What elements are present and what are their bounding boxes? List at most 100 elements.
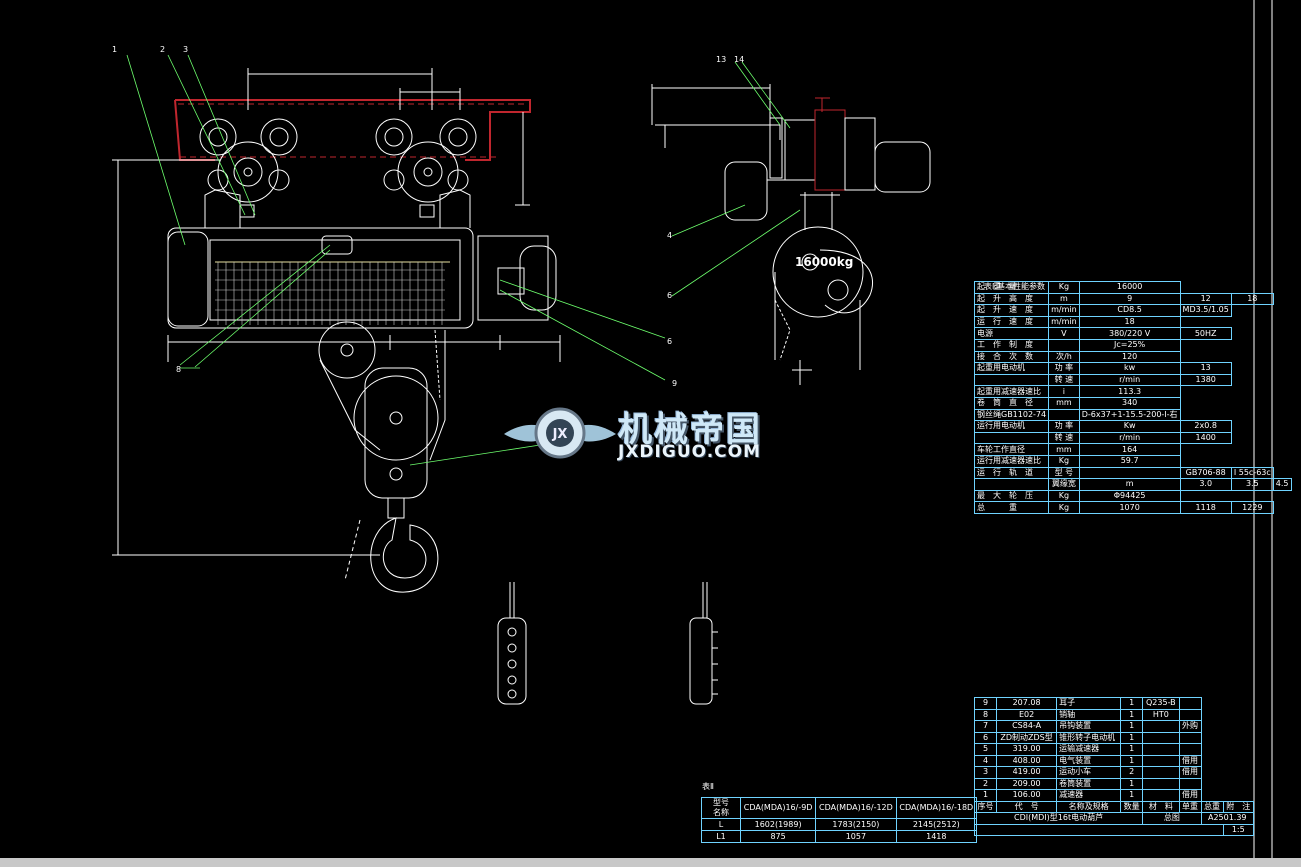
title-block-cell: A2501.39 xyxy=(1200,812,1255,825)
parts-cell: 运输减速器 xyxy=(1056,743,1122,756)
title-block-cell: 总图 xyxy=(1142,812,1202,825)
table2-col: CDA(MDA)16/-12D xyxy=(815,797,897,819)
leader-lines xyxy=(126,54,666,466)
params-cell: m xyxy=(1078,478,1181,491)
parts-cell: 207.08 xyxy=(996,697,1058,710)
parts-cell: 吊钩装置 xyxy=(1056,720,1122,733)
params-cell: 运行用减速器速比 xyxy=(973,454,1050,468)
params-cell xyxy=(973,373,1050,387)
parts-cell: Q235-B xyxy=(1142,697,1180,710)
parts-cell: 1 xyxy=(1120,743,1144,756)
params-cell: kw xyxy=(1078,362,1181,375)
parts-header-cell: 总重 xyxy=(1200,800,1224,813)
logo-text-en: JXDIGUO.COM xyxy=(618,442,762,462)
table2-title: 表Ⅱ xyxy=(702,781,714,791)
parts-header-cell: 单重 xyxy=(1178,800,1202,813)
parts-cell: 卷筒装置 xyxy=(1056,777,1122,790)
params-cell: 起 升 高 度 xyxy=(973,292,1050,306)
front-view xyxy=(112,68,561,593)
params-cell: 功 率 xyxy=(1048,362,1080,375)
params-cell: 功 率 xyxy=(1048,420,1080,433)
title-block-cell xyxy=(974,823,1224,836)
params-cell: 12 xyxy=(1179,292,1232,306)
callout-3: 3 xyxy=(183,45,188,54)
logo-text-cn: 机械帝国 xyxy=(618,410,762,450)
params-cell xyxy=(1048,338,1080,352)
params-cell: mm xyxy=(1048,396,1080,410)
gear-wings-icon: JX xyxy=(504,407,616,459)
parts-cell: 1 xyxy=(1120,731,1144,744)
table2-col: CDA(MDA)16/-18D xyxy=(895,797,978,819)
parts-header-cell: 数量 xyxy=(1120,800,1144,813)
params-cell: Kg xyxy=(1048,454,1080,468)
parts-cell: 销轴 xyxy=(1056,708,1122,721)
parts-cell: 运动小车 xyxy=(1056,766,1122,779)
parts-cell xyxy=(1178,697,1202,710)
params-cell: Kg xyxy=(1048,281,1080,294)
callout-14: 14 xyxy=(734,55,744,64)
params-cell xyxy=(973,478,1050,491)
params-cell: m/min xyxy=(1048,304,1080,317)
callout-6: 6 xyxy=(667,337,672,346)
params-cell: Φ94425 xyxy=(1078,489,1181,503)
parts-header-row: 序号代 号名称及规格数量材 料单重总重附 注 xyxy=(973,800,1255,813)
params-cell: 1070 xyxy=(1078,501,1181,514)
params-cell: 工 作 制 度 xyxy=(973,338,1050,352)
parts-cell xyxy=(1142,754,1180,767)
params-cell: D-6x37+1-15.5-200-Ⅰ-右 xyxy=(1078,408,1181,422)
params-cell: 9 xyxy=(1078,292,1181,306)
params-cell xyxy=(1048,408,1080,422)
table2-cell: 1418 xyxy=(895,830,978,843)
params-cell: 型 号 xyxy=(1048,466,1080,480)
params-cell: Kw xyxy=(1078,420,1181,433)
params-cell: Kg xyxy=(1048,489,1080,503)
parts-cell: 319.00 xyxy=(996,743,1058,756)
params-cell: 总 重 xyxy=(973,501,1050,514)
params-cell: m xyxy=(1048,292,1080,306)
params-cell: 340 xyxy=(1078,396,1181,410)
params-cell: 1229 xyxy=(1230,501,1274,514)
parts-cell: 3 xyxy=(973,766,998,779)
parts-cell: ZD制动ZDS型 xyxy=(996,731,1058,744)
parts-cell: 419.00 xyxy=(996,766,1058,779)
callout-6b: 6 xyxy=(667,291,672,300)
parts-cell xyxy=(1178,743,1202,756)
callout-13: 13 xyxy=(716,55,726,64)
params-cell: 运行用电动机 xyxy=(973,420,1050,433)
params-cell: 3.0 xyxy=(1179,478,1232,491)
parts-cell: E02 xyxy=(996,708,1058,721)
parts-cell xyxy=(1142,743,1180,756)
table2-cell: 1783(2150) xyxy=(815,818,897,831)
params-cell xyxy=(1078,466,1181,480)
scale-cell: 1:5 xyxy=(1222,823,1255,836)
table2-header-row: 型号名称 CDA(MDA)16/-9D CDA(MDA)16/-12D CDA(… xyxy=(701,797,978,819)
parts-cell: HT0 xyxy=(1142,708,1180,721)
params-cell: I 55c-63c xyxy=(1230,466,1274,480)
params-cell: 起重用减速器速比 xyxy=(973,385,1050,398)
parts-cell: 1 xyxy=(1120,720,1144,733)
params-cell: 转 速 xyxy=(1048,373,1080,387)
params-cell: 接 合 次 数 xyxy=(973,350,1050,364)
params-cell: GB706-88 xyxy=(1179,466,1232,480)
table2-col: CDA(MDA)16/-9D xyxy=(739,797,817,819)
parts-cell: 1 xyxy=(1120,754,1144,767)
callout-2: 2 xyxy=(160,45,165,54)
params-cell: 运 行 速 度 xyxy=(973,315,1050,329)
